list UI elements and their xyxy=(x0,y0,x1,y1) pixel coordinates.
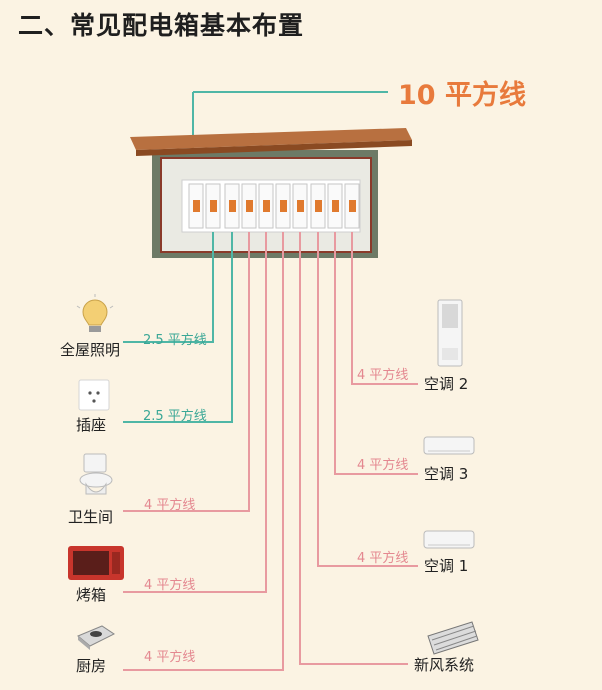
distribution-box xyxy=(130,128,412,258)
wire-ac1 xyxy=(317,232,418,567)
breaker-switch-2 xyxy=(229,200,236,212)
oven-icon xyxy=(68,546,124,580)
wire-label-ac1: 4 平方线 xyxy=(357,550,408,566)
circuit-name-lighting: 全屋照明 xyxy=(60,341,120,359)
wire-lighting xyxy=(123,232,214,343)
breaker-switch-0 xyxy=(193,200,200,212)
wire-label-bathroom: 4 平方线 xyxy=(144,497,195,513)
wire-ac2 xyxy=(351,232,418,385)
wire-fresh-air xyxy=(299,232,408,665)
breaker-switch-7 xyxy=(315,200,322,212)
circuit-name-ac1: 空调 1 xyxy=(424,557,468,575)
left-wires xyxy=(123,232,284,671)
circuit-name-ac2: 空调 2 xyxy=(424,375,468,393)
circuit-name-oven: 烤箱 xyxy=(76,586,106,604)
circuit-name-ac3: 空调 3 xyxy=(424,465,468,483)
breaker-switch-8 xyxy=(332,200,339,212)
breaker-switch-3 xyxy=(246,200,253,212)
wire-label-kitchen: 4 平方线 xyxy=(144,649,195,665)
breaker-switch-5 xyxy=(280,200,287,212)
wall-ac-icon-2 xyxy=(423,530,475,549)
wire-oven xyxy=(123,232,267,593)
main-line-label: 10 平方线 xyxy=(398,79,526,111)
wall-ac-icon xyxy=(423,436,475,455)
right-wires xyxy=(299,232,418,665)
light-bulb-icon xyxy=(76,294,114,332)
wire-kitchen xyxy=(123,232,284,671)
page-title: 二、常见配电箱基本布置 xyxy=(18,11,305,40)
wire-label-ac3: 4 平方线 xyxy=(357,457,408,473)
stove-icon xyxy=(77,625,115,650)
breaker-switch-1 xyxy=(210,200,217,212)
box-lid xyxy=(130,128,412,150)
wire-label-lighting: 2.5 平方线 xyxy=(143,332,207,348)
breaker-switch-9 xyxy=(349,200,356,212)
circuit-name-bathroom: 卫生间 xyxy=(68,508,113,526)
breaker-switch-6 xyxy=(297,200,304,212)
circuit-name-socket: 插座 xyxy=(76,416,106,434)
floor-ac-icon xyxy=(437,299,463,367)
toilet-icon xyxy=(79,453,113,495)
wire-bathroom xyxy=(123,232,250,512)
wire-label-ac2: 4 平方线 xyxy=(357,367,408,383)
fresh-air-unit-icon xyxy=(427,621,479,655)
circuit-name-fresh-air: 新风系统 xyxy=(414,656,474,674)
wire-socket xyxy=(123,232,233,423)
wall-socket-icon xyxy=(78,379,110,411)
wire-ac3 xyxy=(334,232,418,475)
wire-label-socket: 2.5 平方线 xyxy=(143,408,207,424)
circuit-name-kitchen: 厨房 xyxy=(76,657,106,675)
breaker-switch-4 xyxy=(263,200,270,212)
wire-label-oven: 4 平方线 xyxy=(144,577,195,593)
